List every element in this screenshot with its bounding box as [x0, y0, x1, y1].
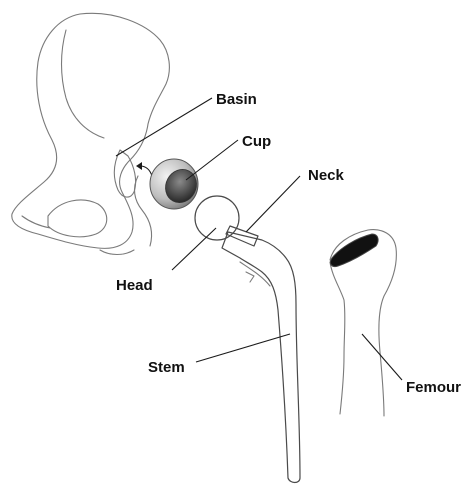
label-femour: Femour	[406, 379, 461, 396]
label-head: Head	[116, 277, 153, 294]
label-neck: Neck	[308, 167, 345, 184]
label-basin: Basin	[216, 91, 257, 108]
stem-leader	[196, 334, 290, 362]
acetabular-cup	[150, 159, 202, 209]
head-leader	[172, 228, 216, 270]
basin-leader	[116, 98, 212, 156]
label-cup: Cup	[242, 133, 271, 150]
femoral-stem	[222, 226, 300, 483]
pelvis-bone	[12, 13, 170, 254]
femur-bone	[330, 230, 396, 416]
neck-leader	[246, 176, 300, 232]
label-stem: Stem	[148, 359, 185, 376]
labels: Basin Cup Neck Head Stem Femour	[116, 91, 461, 396]
cup-leader	[186, 140, 238, 180]
insertion-arrow	[136, 162, 152, 176]
